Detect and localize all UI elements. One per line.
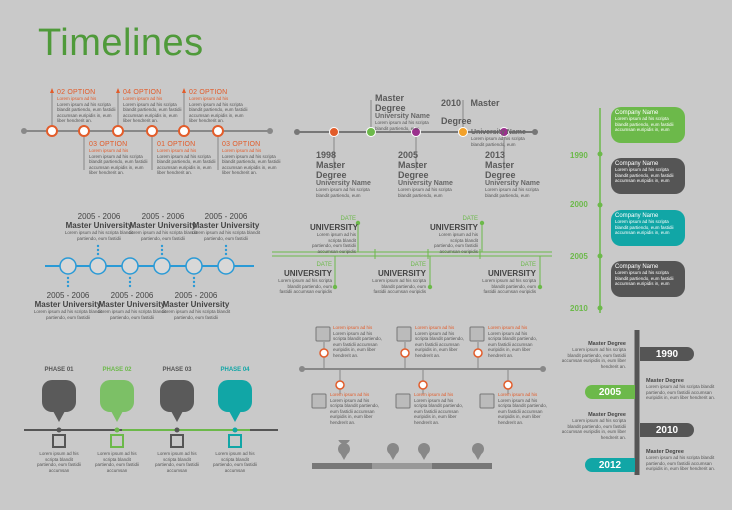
option-bottom-1: 03 OPTION Lorem ipsum ad his Lorem ipsum… bbox=[89, 141, 148, 175]
green-top-1: DATE UNIVERSITY Lorem ipsum ad his scrip… bbox=[310, 216, 359, 254]
company-card-2: Company Name Lorem ipsum ad his scripta … bbox=[611, 158, 685, 194]
chip-2005: 2005 bbox=[585, 385, 635, 399]
chip-text-4: Master Degree Lorem ipsum ad his scripta… bbox=[646, 449, 716, 471]
page-title: Timelines bbox=[38, 22, 204, 64]
timeline-degrees bbox=[294, 100, 538, 170]
phase-1-label: PHASE 01 bbox=[44, 367, 74, 373]
chip-2012: 2012 bbox=[585, 458, 635, 472]
calendar-bottom-3: Lorem ipsum ad his Lorem ipsum ad his sc… bbox=[498, 392, 548, 425]
vertical-chip-line bbox=[634, 330, 640, 475]
option-bottom-3: 03 OPTION Lorem ipsum ad his Lorem ipsum… bbox=[222, 141, 281, 175]
calendar-top-1: Lorem ipsum ad his Lorem ipsum ad his sc… bbox=[333, 325, 383, 358]
timeline-options bbox=[21, 88, 273, 170]
phase-3-label: PHASE 03 bbox=[162, 367, 192, 373]
phase-2-text: Lorem ipsum ad his scripta blandit parti… bbox=[94, 451, 140, 473]
blue-bottom-2: 2005 - 2006 Master University Lorem ipsu… bbox=[97, 291, 167, 320]
degree-bottom-1: 1998 Master Degree University Name Lorem… bbox=[316, 150, 371, 198]
year-2010: 2010 bbox=[570, 304, 588, 313]
company-card-4: Company Name Lorem ipsum ad his scripta … bbox=[611, 261, 685, 297]
calendar-top-2: Lorem ipsum ad his Lorem ipsum ad his sc… bbox=[415, 325, 465, 358]
chip-2010: 2010 bbox=[640, 423, 694, 437]
blue-top-1: 2005 - 2006 Master University Lorem ipsu… bbox=[64, 212, 134, 241]
vertical-timeline-line bbox=[597, 108, 603, 313]
blue-bottom-1: 2005 - 2006 Master University Lorem ipsu… bbox=[33, 291, 103, 320]
phase-4-label: PHASE 04 bbox=[220, 367, 250, 373]
chip-text-1: Master Degree Lorem ipsum ad his scripta… bbox=[561, 341, 626, 369]
green-bottom-3: DATE UNIVERSITY Lorem ipsum ad his scrip… bbox=[482, 262, 536, 294]
option-top-1: 02 OPTION Lorem ipsum ad his Lorem ipsum… bbox=[57, 89, 116, 123]
timeline-pins bbox=[312, 440, 492, 469]
phase-1-text: Lorem ipsum ad his scripta blandit parti… bbox=[36, 451, 82, 473]
blue-top-2: 2005 - 2006 Master University Lorem ipsu… bbox=[128, 212, 198, 241]
timeline-calendar bbox=[299, 326, 546, 409]
year-1990: 1990 bbox=[570, 151, 588, 160]
company-card-1: Company Name Lorem ipsum ad his scripta … bbox=[611, 107, 685, 143]
blue-top-3: 2005 - 2006 Master University Lorem ipsu… bbox=[191, 212, 261, 241]
calendar-top-3: Lorem ipsum ad his Lorem ipsum ad his sc… bbox=[488, 325, 538, 358]
year-2000: 2000 bbox=[570, 200, 588, 209]
green-bottom-1: DATE UNIVERSITY Lorem ipsum ad his scrip… bbox=[278, 262, 332, 294]
option-top-2: 04 OPTION Lorem ipsum ad his Lorem ipsum… bbox=[123, 89, 182, 123]
chip-1990: 1990 bbox=[640, 347, 694, 361]
phase-4-text: Lorem ipsum ad his scripta blandit parti… bbox=[212, 451, 258, 473]
blue-bottom-3: 2005 - 2006 Master University Lorem ipsu… bbox=[161, 291, 231, 320]
green-bottom-2: DATE UNIVERSITY Lorem ipsum ad his scrip… bbox=[372, 262, 426, 294]
green-top-2: DATE UNIVERSITY Lorem ipsum ad his scrip… bbox=[430, 216, 479, 254]
degree-bottom-3: 2013 Master Degree University Name Lorem… bbox=[485, 150, 540, 198]
timeline-phases bbox=[24, 380, 278, 448]
year-2005: 2005 bbox=[570, 252, 588, 261]
company-card-3: Company Name Lorem ipsum ad his scripta … bbox=[611, 210, 685, 246]
timeline-green bbox=[272, 220, 552, 290]
chip-text-2: Master Degree Lorem ipsum ad his scripta… bbox=[646, 378, 716, 400]
phase-2-label: PHASE 02 bbox=[102, 367, 132, 373]
option-top-3: 02 OPTION Lorem ipsum ad his Lorem ipsum… bbox=[189, 89, 248, 123]
timeline-blue bbox=[45, 244, 254, 288]
phase-3-text: Lorem ipsum ad his scripta blandit parti… bbox=[154, 451, 200, 473]
chip-text-3: Master Degree Lorem ipsum ad his scripta… bbox=[561, 412, 626, 440]
degree-bottom-2: 2005 Master Degree University Name Lorem… bbox=[398, 150, 453, 198]
degree-top-1: Master Degree University Name Lorem ipsu… bbox=[375, 93, 430, 131]
calendar-bottom-2: Lorem ipsum ad his Lorem ipsum ad his sc… bbox=[414, 392, 464, 425]
degree-top-2: 2010 Master Degree University Name Lorem… bbox=[441, 98, 526, 147]
option-bottom-2: 01 OPTION Lorem ipsum ad his Lorem ipsum… bbox=[157, 141, 216, 175]
calendar-bottom-1: Lorem ipsum ad his Lorem ipsum ad his sc… bbox=[330, 392, 380, 425]
